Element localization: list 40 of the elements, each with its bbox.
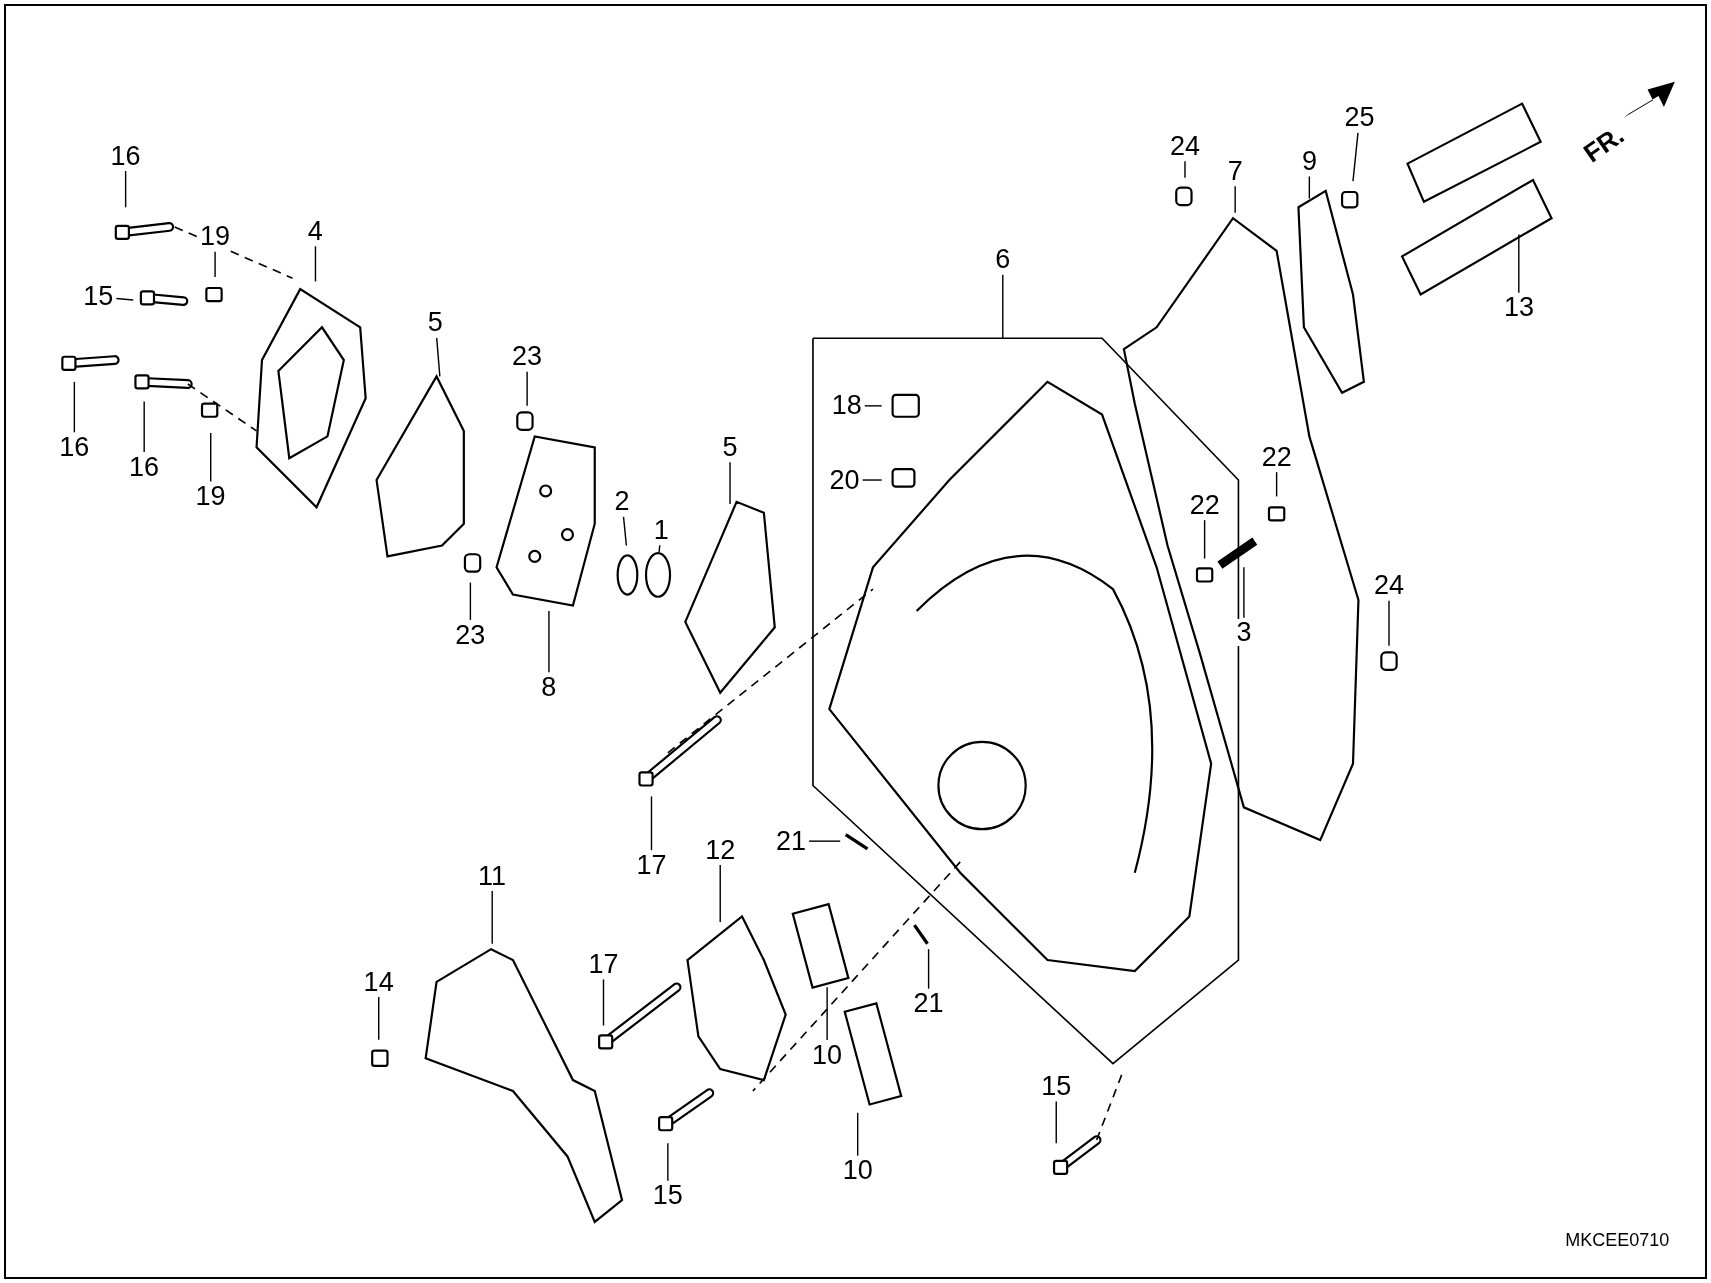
leader-line: [927, 948, 930, 990]
leader-line: [1002, 273, 1004, 339]
leader-line: [729, 461, 731, 505]
leader-line: [808, 840, 841, 842]
leader-line: [491, 890, 493, 945]
front-direction-label: FR.: [1576, 118, 1631, 170]
leader-line: [719, 864, 721, 923]
leader-line: [856, 1112, 859, 1157]
leader-line: [826, 986, 828, 1041]
leader-line: [650, 795, 653, 851]
leader-line: [73, 381, 76, 433]
leader-line: [1234, 185, 1236, 214]
leader-line: [378, 996, 380, 1041]
leader-line: [1243, 566, 1245, 619]
leader-line: [526, 371, 528, 407]
leader-line: [1352, 132, 1359, 182]
leader-line: [469, 581, 472, 621]
leader-line: [602, 978, 605, 1027]
leader-line: [124, 170, 127, 208]
diagram-code: MKCEE0710: [1565, 1228, 1670, 1252]
leader-line: [115, 297, 134, 301]
leader-line: [1308, 175, 1311, 200]
leader-line: [1055, 1100, 1057, 1145]
leader-line: [864, 405, 883, 407]
leader-line: [210, 432, 212, 483]
leader-line: [1518, 233, 1520, 294]
leader-line: [214, 251, 216, 278]
leader-line: [1275, 471, 1278, 498]
callout-number: 19: [199, 223, 230, 251]
leader-line: [143, 400, 145, 453]
leader-line: [1184, 160, 1186, 179]
leader-line: [1203, 519, 1206, 560]
leader-line: [1388, 600, 1390, 647]
leader-line: [667, 1142, 669, 1182]
leader-line: [861, 479, 883, 481]
leader-line: [548, 610, 550, 674]
callout-number: 3: [1236, 619, 1252, 647]
leader-line: [314, 245, 317, 283]
leader-line: [622, 516, 628, 547]
leader-line: [436, 337, 441, 378]
